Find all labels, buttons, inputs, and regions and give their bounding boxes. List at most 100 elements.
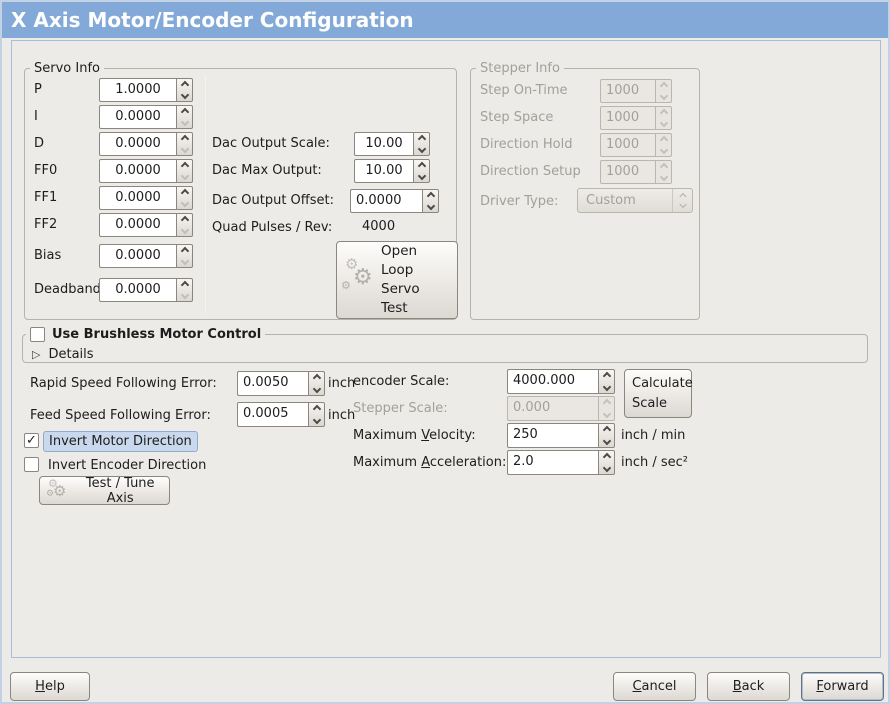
spin-down-icon[interactable] — [602, 382, 611, 392]
spin-down-icon[interactable] — [426, 201, 435, 211]
spin-up-icon[interactable] — [602, 371, 611, 381]
spin-up-icon[interactable] — [602, 425, 611, 435]
expander-triangle-icon[interactable]: ▷ — [32, 348, 41, 361]
spin-down-icon[interactable] — [312, 384, 321, 394]
spin-down-icon[interactable] — [180, 117, 189, 127]
stepper-scale-input: 0.000 — [507, 396, 598, 421]
spin-down-icon[interactable] — [312, 415, 321, 425]
encoder-scale-spinbox[interactable]: 4000.000 — [507, 369, 615, 394]
deadband-spin-buttons[interactable] — [176, 278, 193, 302]
spin-up-icon[interactable] — [180, 134, 189, 144]
spin-up-icon[interactable] — [312, 373, 321, 383]
forward-label: Forward — [816, 679, 869, 694]
i-spinbox[interactable]: 0.0000 — [99, 105, 193, 129]
feed-following-error-spin-buttons[interactable] — [308, 402, 325, 427]
cancel-button[interactable]: Cancel — [613, 672, 696, 701]
maximum-velocity-spinbox[interactable]: 250 — [507, 423, 615, 448]
spin-down-icon[interactable] — [417, 171, 426, 181]
spin-up-icon[interactable] — [417, 134, 426, 144]
forward-button[interactable]: Forward — [801, 672, 884, 701]
details-label[interactable]: Details — [48, 347, 94, 362]
rapid-following-error-input[interactable]: 0.0050 — [237, 371, 308, 396]
i-input[interactable]: 0.0000 — [99, 105, 176, 129]
bias-spin-buttons[interactable] — [176, 244, 193, 268]
use-brushless-checkbox[interactable] — [30, 327, 45, 342]
feed-following-error-input[interactable]: 0.0005 — [237, 402, 308, 427]
deadband-input[interactable]: 0.0000 — [99, 278, 176, 302]
spin-up-icon[interactable] — [180, 161, 189, 171]
spin-down-icon[interactable] — [180, 256, 189, 266]
ff1-input[interactable]: 0.0000 — [99, 186, 176, 210]
invert-motor-checkbox[interactable] — [24, 433, 39, 448]
stepper-info-title: Stepper Info — [476, 61, 564, 76]
dac-output-offset-spin-buttons[interactable] — [422, 189, 439, 213]
open-loop-servo-test-button[interactable]: ⚙ ⚙ ⚙ Open Loop Servo Test — [336, 241, 458, 319]
spin-up-icon[interactable] — [426, 191, 435, 201]
dac-max-output-spin-buttons[interactable] — [413, 159, 430, 183]
spin-up-icon[interactable] — [180, 188, 189, 198]
p-input[interactable]: 1.0000 — [99, 78, 176, 102]
bias-spinbox[interactable]: 0.0000 — [99, 244, 193, 268]
dac-max-output-label: Dac Max Output: — [212, 163, 322, 178]
spin-down-icon[interactable] — [180, 144, 189, 154]
spin-down-icon[interactable] — [180, 290, 189, 300]
spin-down-icon[interactable] — [417, 144, 426, 154]
dac-output-offset-spinbox[interactable]: 0.0000 — [350, 189, 439, 213]
use-brushless-label[interactable]: Use Brushless Motor Control — [52, 327, 262, 342]
spin-up-icon[interactable] — [417, 161, 426, 171]
spin-up-icon[interactable] — [180, 80, 189, 90]
rapid-following-error-spinbox[interactable]: 0.0050 — [237, 371, 325, 396]
spin-down-icon[interactable] — [180, 225, 189, 235]
invert-encoder-label[interactable]: Invert Encoder Direction — [48, 458, 207, 473]
invert-motor-label[interactable]: Invert Motor Direction — [43, 431, 198, 452]
test-tune-axis-button[interactable]: ⚙ ⚙ ⚙ Test / Tune Axis — [39, 476, 170, 506]
spin-up-icon[interactable] — [180, 215, 189, 225]
p-spin-buttons[interactable] — [176, 78, 193, 102]
deadband-spinbox[interactable]: 0.0000 — [99, 278, 193, 302]
d-spinbox[interactable]: 0.0000 — [99, 132, 193, 156]
details-expander[interactable]: ▷ Details — [32, 346, 94, 364]
help-button[interactable]: Help — [10, 672, 90, 701]
spin-down-icon[interactable] — [180, 171, 189, 181]
dac-max-output-spinbox[interactable]: 10.00 — [354, 159, 430, 183]
maximum-velocity-input[interactable]: 250 — [507, 423, 598, 448]
spin-up-icon[interactable] — [312, 404, 321, 414]
encoder-scale-input[interactable]: 4000.000 — [507, 369, 598, 394]
i-spin-buttons[interactable] — [176, 105, 193, 129]
d-input[interactable]: 0.0000 — [99, 132, 176, 156]
dac-output-scale-input[interactable]: 10.00 — [354, 132, 413, 156]
calculate-scale-button[interactable]: Calculate Scale — [624, 369, 693, 418]
spin-up-icon[interactable] — [180, 280, 189, 290]
ff0-input[interactable]: 0.0000 — [99, 159, 176, 183]
ff1-spin-buttons[interactable] — [176, 186, 193, 210]
maximum-acceleration-input[interactable]: 2.0 — [507, 450, 598, 475]
dac-output-scale-spin-buttons[interactable] — [413, 132, 430, 156]
maximum-acceleration-spinbox[interactable]: 2.0 — [507, 450, 615, 475]
feed-following-error-spinbox[interactable]: 0.0005 — [237, 402, 325, 427]
spin-down-icon[interactable] — [602, 463, 611, 473]
dac-output-offset-input[interactable]: 0.0000 — [350, 189, 422, 213]
ff0-spinbox[interactable]: 0.0000 — [99, 159, 193, 183]
spin-up-icon[interactable] — [180, 107, 189, 117]
bias-input[interactable]: 0.0000 — [99, 244, 176, 268]
spin-up-icon[interactable] — [602, 452, 611, 462]
dac-max-output-input[interactable]: 10.00 — [354, 159, 413, 183]
invert-encoder-checkbox[interactable] — [24, 457, 39, 472]
rapid-following-error-spin-buttons[interactable] — [308, 371, 325, 396]
ff2-spinbox[interactable]: 0.0000 — [99, 213, 193, 237]
ff2-input[interactable]: 0.0000 — [99, 213, 176, 237]
encoder-scale-spin-buttons[interactable] — [598, 369, 615, 394]
ff2-spin-buttons[interactable] — [176, 213, 193, 237]
dac-output-scale-spinbox[interactable]: 10.00 — [354, 132, 430, 156]
ff1-spinbox[interactable]: 0.0000 — [99, 186, 193, 210]
spin-down-icon[interactable] — [180, 90, 189, 100]
ff0-spin-buttons[interactable] — [176, 159, 193, 183]
spin-down-icon[interactable] — [180, 198, 189, 208]
spin-down-icon[interactable] — [602, 436, 611, 446]
back-button[interactable]: Back — [707, 672, 790, 701]
p-spinbox[interactable]: 1.0000 — [99, 78, 193, 102]
spin-up-icon[interactable] — [180, 246, 189, 256]
maximum-velocity-spin-buttons[interactable] — [598, 423, 615, 448]
d-spin-buttons[interactable] — [176, 132, 193, 156]
maximum-acceleration-spin-buttons[interactable] — [598, 450, 615, 475]
